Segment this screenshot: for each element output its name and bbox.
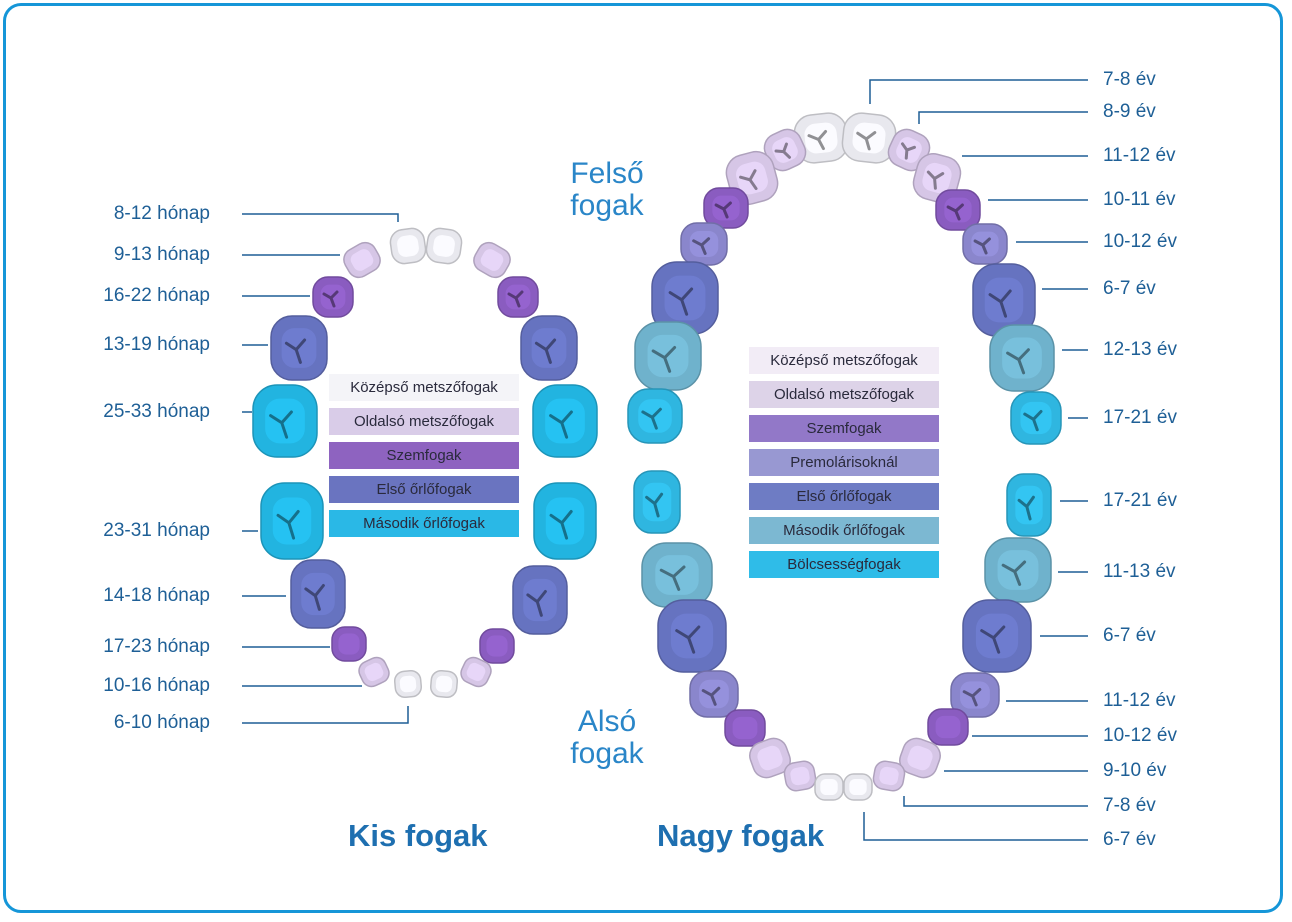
kids-connector-line bbox=[242, 213, 399, 222]
adult-connector-line bbox=[903, 796, 1088, 807]
adult-tooth bbox=[962, 599, 1032, 673]
upper-teeth-title: Felső fogak bbox=[570, 157, 644, 222]
kids-tooth bbox=[312, 276, 354, 318]
adult-tooth bbox=[899, 737, 941, 779]
adult-label: 7-8 év bbox=[1103, 795, 1156, 816]
kids-tooth bbox=[473, 241, 511, 279]
kids-tooth bbox=[290, 559, 346, 629]
adult-connector-line bbox=[863, 812, 1088, 841]
kids-tooth bbox=[532, 384, 598, 458]
adult-legend-first-molars: Első őrlőfogak bbox=[749, 483, 939, 510]
adult-tooth bbox=[935, 189, 981, 231]
lower-teeth-title: Alsó fogak bbox=[570, 705, 644, 770]
adult-tooth bbox=[783, 760, 817, 792]
adult-legend-second-molars: Második őrlőfogak bbox=[749, 517, 939, 544]
kids-tooth bbox=[252, 384, 318, 458]
kids-label: 16-22 hónap bbox=[103, 285, 210, 306]
adult-legend-lateral-incisors: Oldalsó metszőfogak bbox=[749, 381, 939, 408]
adult-tooth bbox=[724, 709, 766, 747]
adult-tooth bbox=[950, 672, 1000, 718]
kids-tooth bbox=[512, 565, 568, 635]
kids-tooth bbox=[389, 227, 427, 265]
kids-legend-second-molars: Második őrlőfogak bbox=[329, 510, 519, 537]
adult-tooth bbox=[984, 537, 1052, 603]
adult-tooth bbox=[962, 223, 1008, 265]
adult-tooth bbox=[749, 737, 791, 779]
kids-tooth bbox=[270, 315, 328, 381]
kids-label: 9-13 hónap bbox=[113, 244, 210, 265]
kids-tooth bbox=[429, 669, 459, 699]
kids-label: 10-16 hónap bbox=[103, 675, 210, 696]
adult-tooth bbox=[843, 773, 873, 801]
kids-tooth bbox=[425, 227, 463, 265]
kids-legend-first-molars: Első őrlőfogak bbox=[329, 476, 519, 503]
kids-legend-central-incisors: Középső metszőfogak bbox=[329, 374, 519, 401]
adult-label: 6-7 év bbox=[1103, 625, 1156, 646]
adult-tooth bbox=[633, 470, 681, 534]
adult-tooth bbox=[793, 112, 849, 164]
adult-label: 17-21 év bbox=[1103, 407, 1177, 428]
adult-legend-canines: Szemfogak bbox=[749, 415, 939, 442]
kids-teeth-title: Kis fogak bbox=[348, 818, 488, 853]
adult-teeth-title: Nagy fogak bbox=[657, 818, 825, 853]
kids-tooth bbox=[479, 628, 515, 664]
adult-connector-line bbox=[918, 111, 1088, 124]
kids-tooth bbox=[520, 315, 578, 381]
adult-label: 7-8 év bbox=[1103, 69, 1156, 90]
adult-tooth bbox=[972, 263, 1036, 337]
kids-connector-line bbox=[242, 706, 409, 724]
adult-label: 6-7 év bbox=[1103, 829, 1156, 850]
kids-legend-canines: Szemfogak bbox=[329, 442, 519, 469]
adult-tooth bbox=[627, 388, 683, 444]
outer-frame bbox=[3, 3, 1283, 913]
adult-tooth bbox=[841, 112, 897, 164]
adult-tooth bbox=[703, 187, 749, 229]
adult-label: 10-11 év bbox=[1103, 189, 1176, 210]
adult-label: 12-13 év bbox=[1103, 339, 1177, 360]
kids-tooth bbox=[533, 482, 597, 560]
kids-tooth bbox=[343, 241, 381, 279]
adult-tooth bbox=[872, 760, 906, 792]
adult-tooth bbox=[1010, 391, 1062, 445]
adult-label: 17-21 év bbox=[1103, 490, 1177, 511]
adult-tooth bbox=[651, 261, 719, 335]
adult-tooth bbox=[814, 773, 844, 801]
kids-label: 13-19 hónap bbox=[103, 334, 210, 355]
adult-label: 6-7 év bbox=[1103, 278, 1156, 299]
adult-connector-line bbox=[869, 79, 1088, 104]
adult-label: 9-10 év bbox=[1103, 760, 1167, 781]
adult-tooth bbox=[641, 542, 713, 608]
kids-tooth bbox=[260, 482, 324, 560]
kids-label: 25-33 hónap bbox=[103, 401, 210, 422]
adult-tooth bbox=[927, 708, 969, 746]
kids-tooth bbox=[393, 669, 423, 699]
adult-label: 10-12 év bbox=[1103, 231, 1177, 252]
adult-label: 10-12 év bbox=[1103, 725, 1177, 746]
adult-tooth bbox=[657, 599, 727, 673]
kids-label: 17-23 hónap bbox=[103, 636, 210, 657]
kids-label: 8-12 hónap bbox=[113, 203, 210, 224]
adult-tooth bbox=[689, 670, 739, 718]
kids-legend-lateral-incisors: Oldalsó metszőfogak bbox=[329, 408, 519, 435]
adult-tooth bbox=[1006, 473, 1052, 537]
kids-label: 23-31 hónap bbox=[103, 520, 210, 541]
kids-label: 6-10 hónap bbox=[113, 712, 210, 733]
adult-legend-central-incisors: Középső metszőfogak bbox=[749, 347, 939, 374]
adult-label: 11-12 év bbox=[1103, 145, 1176, 166]
adult-tooth bbox=[989, 324, 1055, 392]
adult-legend-wisdom-teeth: Bölcsességfogak bbox=[749, 551, 939, 578]
kids-tooth bbox=[331, 626, 367, 662]
adult-label: 8-9 év bbox=[1103, 101, 1156, 122]
kids-label: 14-18 hónap bbox=[103, 585, 210, 606]
adult-tooth bbox=[680, 222, 728, 266]
adult-label: 11-13 év bbox=[1103, 561, 1176, 582]
kids-tooth bbox=[460, 656, 492, 688]
kids-tooth bbox=[358, 656, 390, 688]
kids-tooth bbox=[497, 276, 539, 318]
adult-tooth bbox=[634, 321, 702, 391]
adult-label: 11-12 év bbox=[1103, 690, 1176, 711]
adult-legend-premolars: Premolárisoknál bbox=[749, 449, 939, 476]
